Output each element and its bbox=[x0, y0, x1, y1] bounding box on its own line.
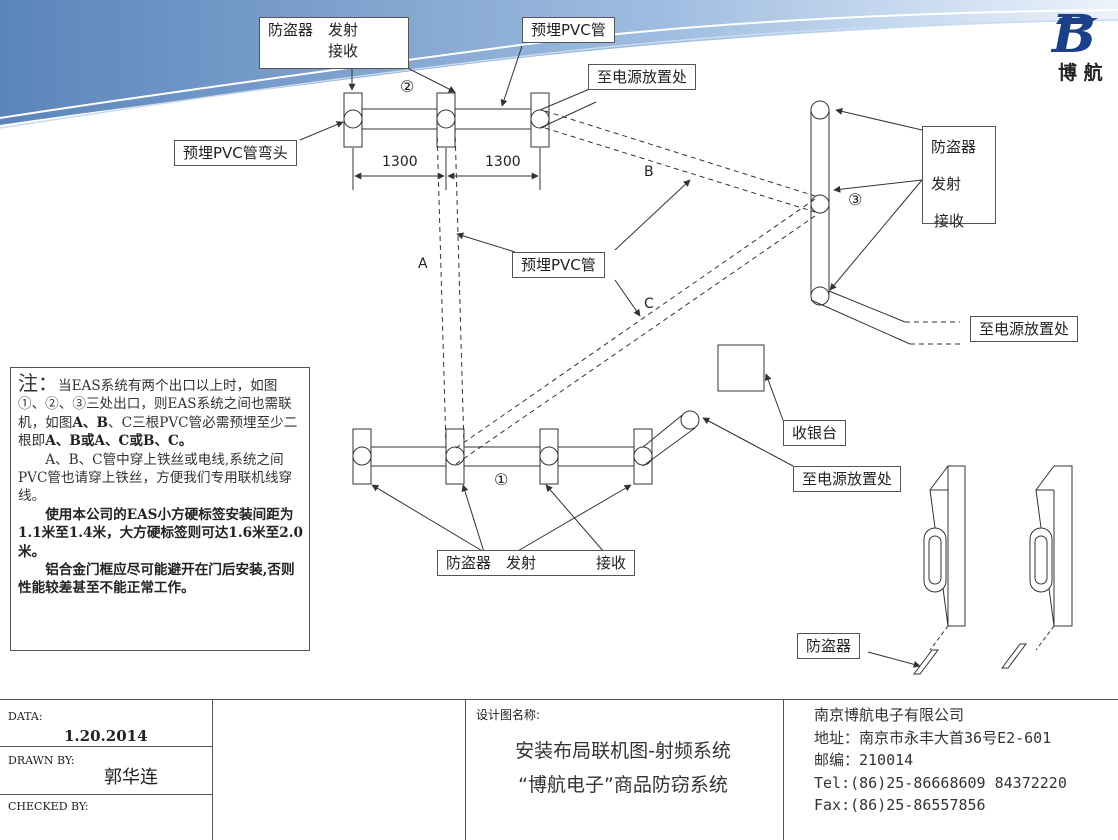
title-block: DATA: 1.20.2014 DRAWN BY: 郭华连 CHECKED BY… bbox=[0, 699, 1118, 840]
design-title-1: 安装布局联机图-射频系统 bbox=[515, 740, 731, 762]
company-info: 南京博航电子有限公司 地址：南京市永丰大首36号E2-601 邮编：210014… bbox=[814, 704, 1067, 817]
bottom-antenna-label: 防盗器 发射 接收 bbox=[437, 550, 636, 576]
marker-two: ② bbox=[400, 77, 415, 96]
design-title-2: “博航电子”商品防窃系统 bbox=[518, 774, 728, 796]
marker-c: C bbox=[644, 296, 654, 312]
note-para2: A、B、C管中穿上铁丝或电线,系统之间PVC管也请穿上铁丝，方便我们专用联机线穿… bbox=[18, 451, 293, 505]
drawn-label: DRAWN BY: bbox=[8, 754, 75, 767]
company-address: 地址：南京市永丰大首36号E2-601 bbox=[814, 728, 1052, 747]
company-logo: B bbox=[1050, 4, 1098, 65]
pedestal-left bbox=[913, 465, 966, 675]
marker-one: ① bbox=[494, 470, 509, 489]
top-system bbox=[343, 87, 597, 190]
right-power-dashes bbox=[905, 321, 960, 345]
top-pvc-label: 预埋PVC管 bbox=[522, 17, 615, 43]
bottom-power-label: 至电源放置处 bbox=[793, 466, 902, 492]
cashier-label: 收银台 bbox=[783, 420, 847, 446]
elbow-label: 预埋PVC管弯头 bbox=[174, 140, 297, 166]
dimension-2: 1300 bbox=[485, 154, 521, 170]
bottom-system bbox=[352, 410, 700, 485]
pedestal-right bbox=[1001, 465, 1073, 669]
right-antenna-label-2: 发射 bbox=[931, 175, 962, 193]
cashier-box bbox=[717, 344, 765, 392]
top-power-label: 至电源放置处 bbox=[588, 64, 697, 90]
data-label: DATA: bbox=[8, 710, 43, 723]
date-value: 1.20.2014 bbox=[64, 727, 148, 745]
note-para4: 铝合金门框应尽可能避开在门后安装,否则性能较差甚至不能正常工作。 bbox=[18, 562, 295, 597]
company-fax: Fax:(86)25-86557856 bbox=[814, 796, 986, 814]
right-power-label: 至电源放置处 bbox=[970, 316, 1079, 342]
mid-pvc-label: 预埋PVC管 bbox=[512, 252, 605, 278]
connection-pipes bbox=[436, 110, 816, 465]
svg-text:B: B bbox=[1050, 4, 1096, 65]
right-antenna-label: 防盗器 发射 接收 bbox=[922, 126, 996, 230]
note-bold2: A、B或A、C或B、C。 bbox=[45, 433, 193, 450]
drawn-by: 郭华连 bbox=[104, 767, 158, 788]
note-line1-mid: 、C三根PVC管必需预埋至少二根即 bbox=[18, 414, 298, 450]
note-line1: 当EAS系统有两个出口以上时，如图①、②、③三处出口，则EAS系统之间也需联机，… bbox=[18, 378, 292, 431]
marker-three: ③ bbox=[848, 190, 863, 209]
device-label: 防盗器 bbox=[797, 633, 861, 659]
note-para3: 使用本公司的EAS小方硬标签安装间距为1.1米至1.4米，大方硬标签则可达1.6… bbox=[18, 506, 303, 560]
right-antenna-label-3: 接收 bbox=[934, 212, 965, 230]
design-label: 设计图名称: bbox=[476, 708, 541, 722]
marker-a: A bbox=[418, 256, 428, 272]
note-title: 注： bbox=[18, 371, 58, 395]
right-antenna-label-1: 防盗器 bbox=[931, 138, 977, 156]
right-system bbox=[810, 100, 911, 345]
marker-b: B bbox=[644, 164, 654, 180]
top-antenna-label: 防盗器 发射 接收 bbox=[259, 17, 409, 69]
company-tel: Tel:(86)25-86668609 84372220 bbox=[814, 773, 1067, 792]
company-name: 南京博航电子有限公司 bbox=[814, 706, 965, 724]
note-box: 注：当EAS系统有两个出口以上时，如图①、②、③三处出口，则EAS系统之间也需联… bbox=[10, 367, 310, 651]
note-bold1: A、B bbox=[72, 414, 109, 431]
dimension-1: 1300 bbox=[382, 154, 418, 170]
company-postcode: 邮编：210014 bbox=[814, 751, 914, 769]
logo-text: 博 航 bbox=[1058, 62, 1103, 84]
checked-label: CHECKED BY: bbox=[8, 800, 89, 813]
